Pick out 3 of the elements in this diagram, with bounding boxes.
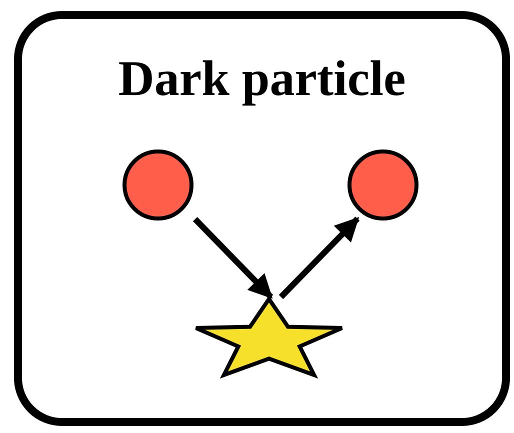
panel-box [14,11,510,426]
arrow [278,216,360,300]
arrow [192,217,274,300]
